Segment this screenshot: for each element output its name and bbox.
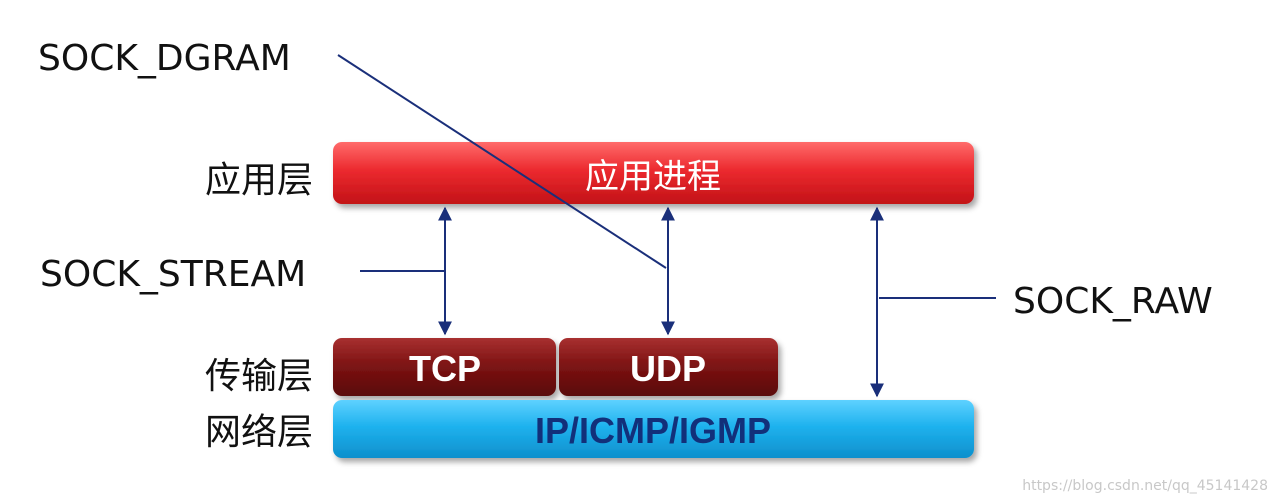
- app-process-bar: 应用进程: [333, 142, 974, 204]
- layer-label-transport: 传输层: [205, 356, 313, 397]
- app-process-label: 应用进程: [585, 158, 721, 196]
- layer-label-application: 应用层: [205, 160, 313, 201]
- ip-label: IP/ICMP/IGMP: [535, 410, 771, 451]
- layer-label-network: 网络层: [205, 412, 313, 453]
- watermark-text: https://blog.csdn.net/qq_45141428: [1022, 478, 1268, 494]
- sock-dgram-leader-line: [337, 54, 667, 269]
- udp-label: UDP: [630, 348, 706, 389]
- sock-raw-label: SOCK_RAW: [1013, 281, 1213, 322]
- tcp-bar: TCP: [333, 338, 556, 396]
- ip-bar: IP/ICMP/IGMP: [333, 400, 974, 458]
- sock-dgram-label: SOCK_DGRAM: [38, 38, 291, 79]
- udp-bar: UDP: [559, 338, 778, 396]
- sock-stream-label: SOCK_STREAM: [40, 254, 306, 295]
- tcp-label: TCP: [409, 348, 481, 389]
